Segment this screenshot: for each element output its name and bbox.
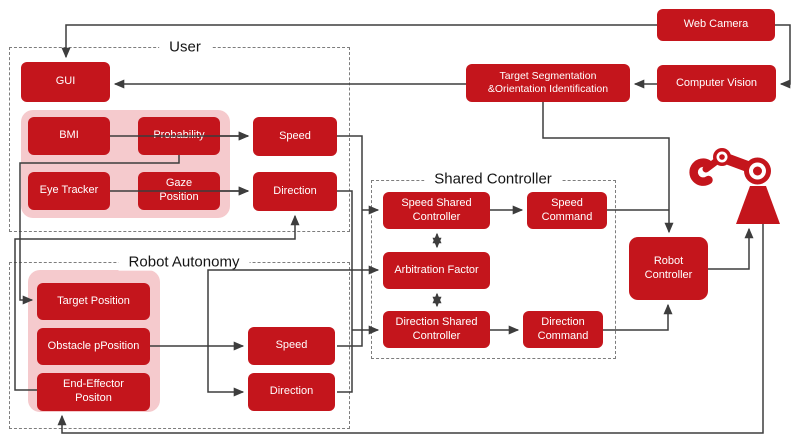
node-arbitration-factor: Arbitration Factor: [383, 252, 490, 289]
group-shared-controller-title: Shared Controller: [424, 170, 562, 188]
node-gui: GUI: [21, 62, 110, 102]
node-target-segmentation: Target Segmentation &Orientation Identif…: [466, 64, 630, 102]
node-speed-user: Speed: [253, 117, 337, 156]
node-web-camera: Web Camera: [657, 9, 775, 41]
group-robot-autonomy-title: Robot Autonomy: [118, 253, 250, 271]
group-user-title: User: [159, 38, 211, 56]
node-direction-command: Direction Command: [523, 311, 603, 348]
node-direction-shared-controller: Direction Shared Controller: [383, 311, 490, 348]
node-computer-vision: Computer Vision: [657, 65, 776, 102]
node-robot-controller: Robot Controller: [629, 237, 708, 300]
node-speed-command: Speed Command: [527, 192, 607, 229]
node-obstacle-position: Obstacle pPosition: [37, 328, 150, 365]
node-end-effector-position: End-Effector Positon: [37, 373, 150, 411]
node-direction-autonomy: Direction: [248, 373, 335, 411]
node-target-position: Target Position: [37, 283, 150, 320]
node-speed-shared-controller: Speed Shared Controller: [383, 192, 490, 229]
node-speed-autonomy: Speed: [248, 327, 335, 365]
robot-arm-icon: [689, 148, 780, 224]
node-bmi: BMI: [28, 117, 110, 155]
node-direction-user: Direction: [253, 172, 337, 211]
node-eye-tracker: Eye Tracker: [28, 172, 110, 210]
node-gaze-position: Gaze Position: [138, 172, 220, 210]
node-probability: Probability: [138, 117, 220, 155]
